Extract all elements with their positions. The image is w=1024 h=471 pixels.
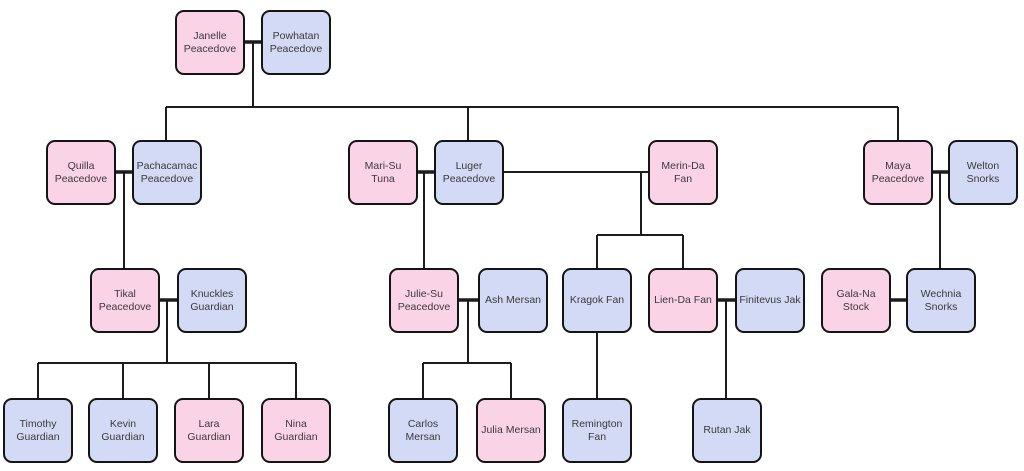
person-node-merin-da-fan[interactable]: Merin-Da Fan <box>648 140 718 205</box>
person-name: Wechnia Snorks <box>920 287 962 313</box>
person-name: Lien-Da Fan <box>654 294 712 306</box>
person-name: Luger Peacedove <box>442 159 496 185</box>
person-node-remington-fan[interactable]: Remington Fan <box>562 398 632 463</box>
person-node-powhatan-peacedove[interactable]: Powhatan Peacedove <box>261 10 331 75</box>
person-node-julia-mersan[interactable]: Julia Mersan <box>476 398 546 463</box>
person-node-pachacamac-peacedove[interactable]: Pachacamac Peacedove <box>132 140 202 205</box>
person-name: Rutan Jak <box>703 424 751 436</box>
person-node-kevin-guardian[interactable]: Kevin Guardian <box>88 398 158 463</box>
person-node-maya-peacedove[interactable]: Maya Peacedove <box>863 140 933 205</box>
person-node-luger-peacedove[interactable]: Luger Peacedove <box>434 140 504 205</box>
person-name: Ash Mersan <box>484 294 542 306</box>
person-node-welton-snorks[interactable]: Welton Snorks <box>948 140 1018 205</box>
person-node-tikal-peacedove[interactable]: Tikal Peacedove <box>90 268 160 333</box>
person-name: Maya Peacedove <box>871 159 925 185</box>
person-name: Janelle Peacedove <box>183 29 237 55</box>
person-node-gala-na-stock[interactable]: Gala-Na Stock <box>821 268 891 333</box>
person-name: Pachacamac Peacedove <box>136 159 198 185</box>
person-name: Mari-Su Tuna <box>364 159 402 185</box>
person-name: Nina Guardian <box>274 417 318 443</box>
person-node-lara-guardian[interactable]: Lara Guardian <box>174 398 244 463</box>
person-node-nina-guardian[interactable]: Nina Guardian <box>261 398 331 463</box>
person-name: Finitevus Jak <box>739 294 801 306</box>
person-node-mari-su-tuna[interactable]: Mari-Su Tuna <box>348 140 418 205</box>
person-name: Kragok Fan <box>569 294 625 306</box>
descent-lines <box>37 42 941 398</box>
person-name: Quilla Peacedove <box>54 159 108 185</box>
person-node-wechnia-snorks[interactable]: Wechnia Snorks <box>906 268 976 333</box>
person-name: Tikal Peacedove <box>98 287 152 313</box>
person-name: Knuckles Guardian <box>190 287 234 313</box>
person-name: Julie-Su Peacedove <box>397 287 451 313</box>
person-node-timothy-guardian[interactable]: Timothy Guardian <box>3 398 73 463</box>
person-node-julie-su-peacedove[interactable]: Julie-Su Peacedove <box>389 268 459 333</box>
person-name: Julia Mersan <box>481 424 541 436</box>
person-name: Lara Guardian <box>187 417 231 443</box>
person-node-finitevus-jak[interactable]: Finitevus Jak <box>735 268 805 333</box>
person-node-quilla-peacedove[interactable]: Quilla Peacedove <box>46 140 116 205</box>
person-name: Welton Snorks <box>966 159 1000 185</box>
person-name: Gala-Na Stock <box>836 287 876 313</box>
person-name: Timothy Guardian <box>16 417 60 443</box>
person-name: Carlos Mersan <box>405 417 441 443</box>
person-node-lien-da-fan[interactable]: Lien-Da Fan <box>648 268 718 333</box>
person-node-knuckles-guardian[interactable]: Knuckles Guardian <box>177 268 247 333</box>
person-node-janelle-peacedove[interactable]: Janelle Peacedove <box>175 10 245 75</box>
person-name: Kevin Guardian <box>101 417 145 443</box>
person-node-carlos-mersan[interactable]: Carlos Mersan <box>388 398 458 463</box>
person-node-ash-mersan[interactable]: Ash Mersan <box>478 268 548 333</box>
marriage-lines <box>110 40 952 302</box>
person-node-kragok-fan[interactable]: Kragok Fan <box>562 268 632 333</box>
person-name: Merin-Da Fan <box>661 159 705 185</box>
person-name: Powhatan Peacedove <box>269 29 323 55</box>
person-name: Remington Fan <box>571 417 623 443</box>
person-node-rutan-jak[interactable]: Rutan Jak <box>692 398 762 463</box>
